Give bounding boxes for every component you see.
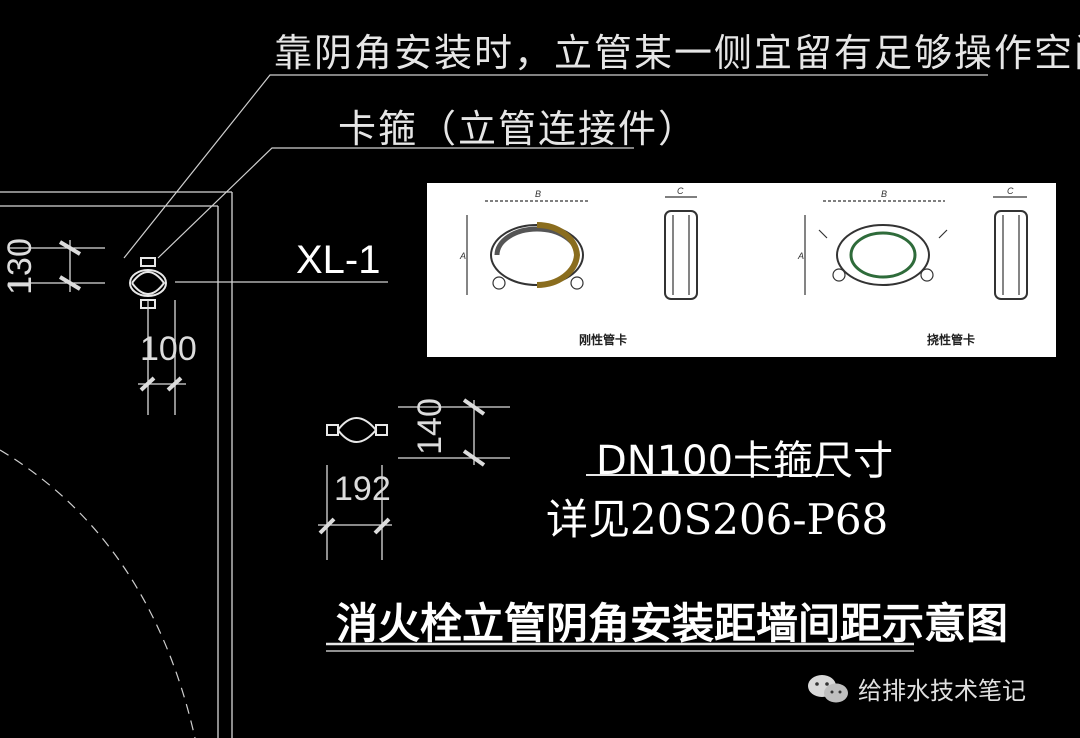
dimension-130-label: 130 bbox=[0, 238, 39, 295]
dimension-192 bbox=[318, 465, 392, 560]
door-arc bbox=[0, 449, 196, 738]
dim-letter-a-flexible: A bbox=[797, 251, 804, 261]
leader-lines bbox=[123, 74, 988, 283]
clamp-note: 卡箍（立管连接件） bbox=[338, 107, 699, 151]
wechat-icon bbox=[808, 674, 848, 702]
clamp-detail-symbol bbox=[326, 417, 388, 443]
rigid-clamp-label: 刚性管卡 bbox=[579, 333, 628, 347]
flexible-clamp-label: 挠性管卡 bbox=[927, 333, 976, 347]
watermark: 给排水技术笔记 bbox=[806, 671, 1026, 706]
dimension-100 bbox=[138, 300, 186, 415]
standard-reference: 详见20S206-P68 bbox=[546, 495, 889, 544]
dimension-140 bbox=[398, 398, 510, 467]
dim-letter-c-rigid: C bbox=[677, 186, 684, 196]
clamp-size-title: DN100卡箍尺寸 bbox=[596, 438, 894, 484]
dim-letter-a-rigid: A bbox=[459, 251, 466, 261]
clamp-reference-image: B C A B C A 刚性管卡 挠性管卡 bbox=[427, 183, 1056, 357]
wall-lines bbox=[0, 191, 233, 738]
riser-tag: XL-1 bbox=[296, 238, 381, 282]
drawing-title: 消火栓立管阴角安装距墙间距示意图 bbox=[336, 599, 1009, 648]
watermark-text: 给排水技术笔记 bbox=[858, 677, 1026, 705]
dimension-192-label: 192 bbox=[334, 470, 391, 508]
dimension-100-label: 100 bbox=[140, 330, 197, 368]
dimension-130 bbox=[8, 240, 105, 292]
dimension-140-label: 140 bbox=[410, 398, 449, 455]
dim-letter-b-flexible: B bbox=[881, 189, 887, 199]
clamp-photos: B C A B C A bbox=[459, 186, 1028, 300]
corner-installation-note: 靠阴角安装时，立管某一侧宜留有足够操作空间 bbox=[274, 31, 1080, 75]
dim-letter-c-flexible: C bbox=[1007, 186, 1014, 196]
dim-letter-b-rigid: B bbox=[535, 189, 541, 199]
